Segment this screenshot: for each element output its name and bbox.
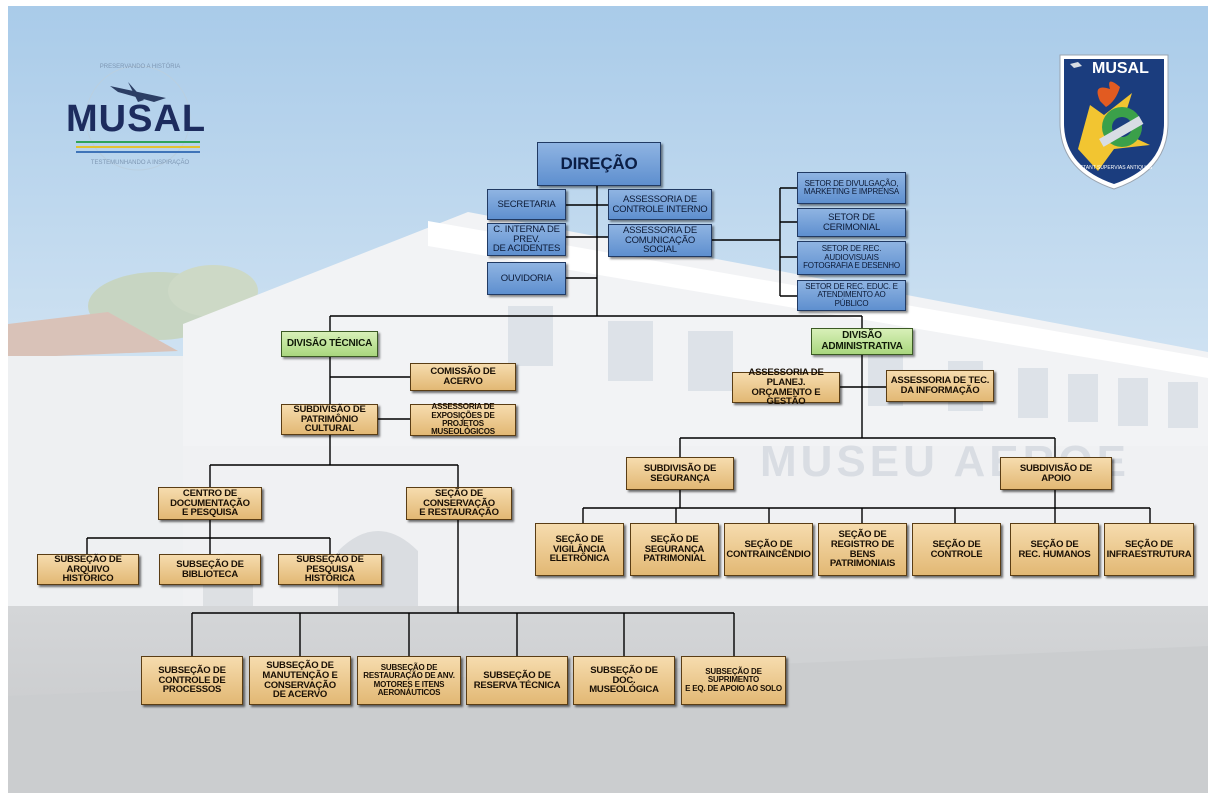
- divisao-tecnica-box: DIVISÃO TÉCNICA: [281, 331, 378, 357]
- setor-audiovisuais-box: SETOR DE REC. AUDIOVISUAIS FOTOGRAFIA E …: [797, 241, 906, 275]
- secretaria-box: SECRETARIA: [487, 189, 566, 220]
- secao-rec-humanos-box: SEÇÃO DE REC. HUMANOS: [1010, 523, 1099, 576]
- shield-emblem-graphic: [1059, 54, 1169, 190]
- assessoria-exposicoes-box: ASSESSORIA DE EXPOSIÇÕES DE PROJETOS MUS…: [410, 403, 516, 436]
- comissao-acervo-box: COMISSÃO DE ACERVO: [410, 363, 516, 391]
- logo-left-ring-top: PRESERVANDO A HISTÓRIA: [99, 64, 181, 70]
- secao-controle-box: SEÇÃO DE CONTROLE: [912, 523, 1001, 576]
- divisao-administrativa-box: DIVISÃO ADMINISTRATIVA: [811, 328, 913, 355]
- secao-contraincendio-box: SEÇÃO DE CONTRAINCÊNDIO: [724, 523, 813, 576]
- subsecao-arquivo-historico-box: SUBSEÇÃO DE ARQUIVO HISTÓRICO: [37, 554, 139, 585]
- subsecao-doc-museologica-box: SUBSEÇÃO DE DOC. MUSEOLÓGICA: [573, 656, 675, 705]
- assessoria-controle-interno-box: ASSESSORIA DE CONTROLE INTERNO: [608, 189, 712, 220]
- logo-ring-graphic: [76, 65, 200, 171]
- setor-cerimonial-box: SETOR DE CERIMONIAL: [797, 208, 906, 237]
- direcao-box: DIREÇÃO: [537, 142, 661, 186]
- setor-rec-educ-box: SETOR DE REC. EDUC. E ATENDIMENTO AO PÚB…: [797, 280, 906, 311]
- subsecao-biblioteca-box: SUBSEÇÃO DE BIBLIOTECA: [159, 554, 261, 585]
- logo-left-text: MUSAL: [66, 98, 207, 140]
- secao-conservacao-box: SEÇÃO DE CONSERVAÇÃO E RESTAURAÇÃO: [406, 487, 512, 520]
- subdivisao-apoio-box: SUBDIVISÃO DE APOIO: [1000, 457, 1112, 490]
- logo-right-text: MUSAL: [1092, 60, 1149, 77]
- assessoria-comunicacao-social-box: ASSESSORIA DE COMUNICAÇÃO SOCIAL: [608, 224, 712, 257]
- musal-left-logo: MUSAL PRESERVANDO A HISTÓRIA TESTEMUNHAN…: [58, 60, 218, 180]
- subsecao-manutencao-box: SUBSEÇÃO DE MANUTENÇÃO E CONSERVAÇÃO DE …: [249, 656, 351, 705]
- assessoria-tec-informacao-box: ASSESSORIA DE TEC. DA INFORMAÇÃO: [886, 370, 994, 402]
- centro-documentacao-box: CENTRO DE DOCUMENTAÇÃO E PESQUISA: [158, 487, 262, 520]
- secao-seguranca-patrimonial-box: SEÇÃO DE SEGURANÇA PATRIMONIAL: [630, 523, 719, 576]
- subsecao-restauracao-box: SUBSEÇÃO DE RESTAURAÇÃO DE ANV. MOTORES …: [357, 656, 461, 705]
- secao-registro-bens-box: SEÇÃO DE REGISTRO DE BENS PATRIMONIAIS: [818, 523, 907, 576]
- assessoria-planejamento-box: ASSESSORIA DE PLANEJ. ORÇAMENTO E GESTÃO: [732, 367, 840, 407]
- subdivisao-patrimonio-box: SUBDIVISÃO DE PATRIMÔNIO CULTURAL: [281, 404, 378, 435]
- subsecao-reserva-tecnica-box: SUBSEÇÃO DE RESERVA TÉCNICA: [466, 656, 568, 705]
- secao-infraestrutura-box: SEÇÃO DE INFRAESTRUTURA: [1104, 523, 1194, 576]
- logo-right-motto: STANT SUPERVIAS ANTIQUAS: [1079, 165, 1153, 171]
- subsecao-pesquisa-historica-box: SUBSEÇÃO DE PESQUISA HISTÓRICA: [278, 554, 382, 585]
- cipa-box: C. INTERNA DE PREV. DE ACIDENTES: [487, 223, 566, 256]
- setor-divulgacao-box: SETOR DE DIVULGAÇÃO, MARKETING E IMPRENS…: [797, 172, 906, 204]
- subdivisao-seguranca-box: SUBDIVISÃO DE SEGURANÇA: [626, 457, 734, 490]
- secao-vigilancia-box: SEÇÃO DE VIGILÂNCIA ELETRÔNICA: [535, 523, 624, 576]
- subsecao-suprimento-box: SUBSEÇÃO DE SUPRIMENTO E EQ. DE APOIO AO…: [681, 656, 786, 705]
- ouvidoria-box: OUVIDORIA: [487, 262, 566, 295]
- subsecao-controle-processos-box: SUBSEÇÃO DE CONTROLE DE PROCESSOS: [141, 656, 243, 705]
- musal-shield-logo: MUSAL STANT SUPERVIAS ANTIQUAS: [1058, 53, 1170, 191]
- logo-left-ring-bottom: TESTEMUNHANDO A INSPIRAÇÃO: [90, 160, 190, 166]
